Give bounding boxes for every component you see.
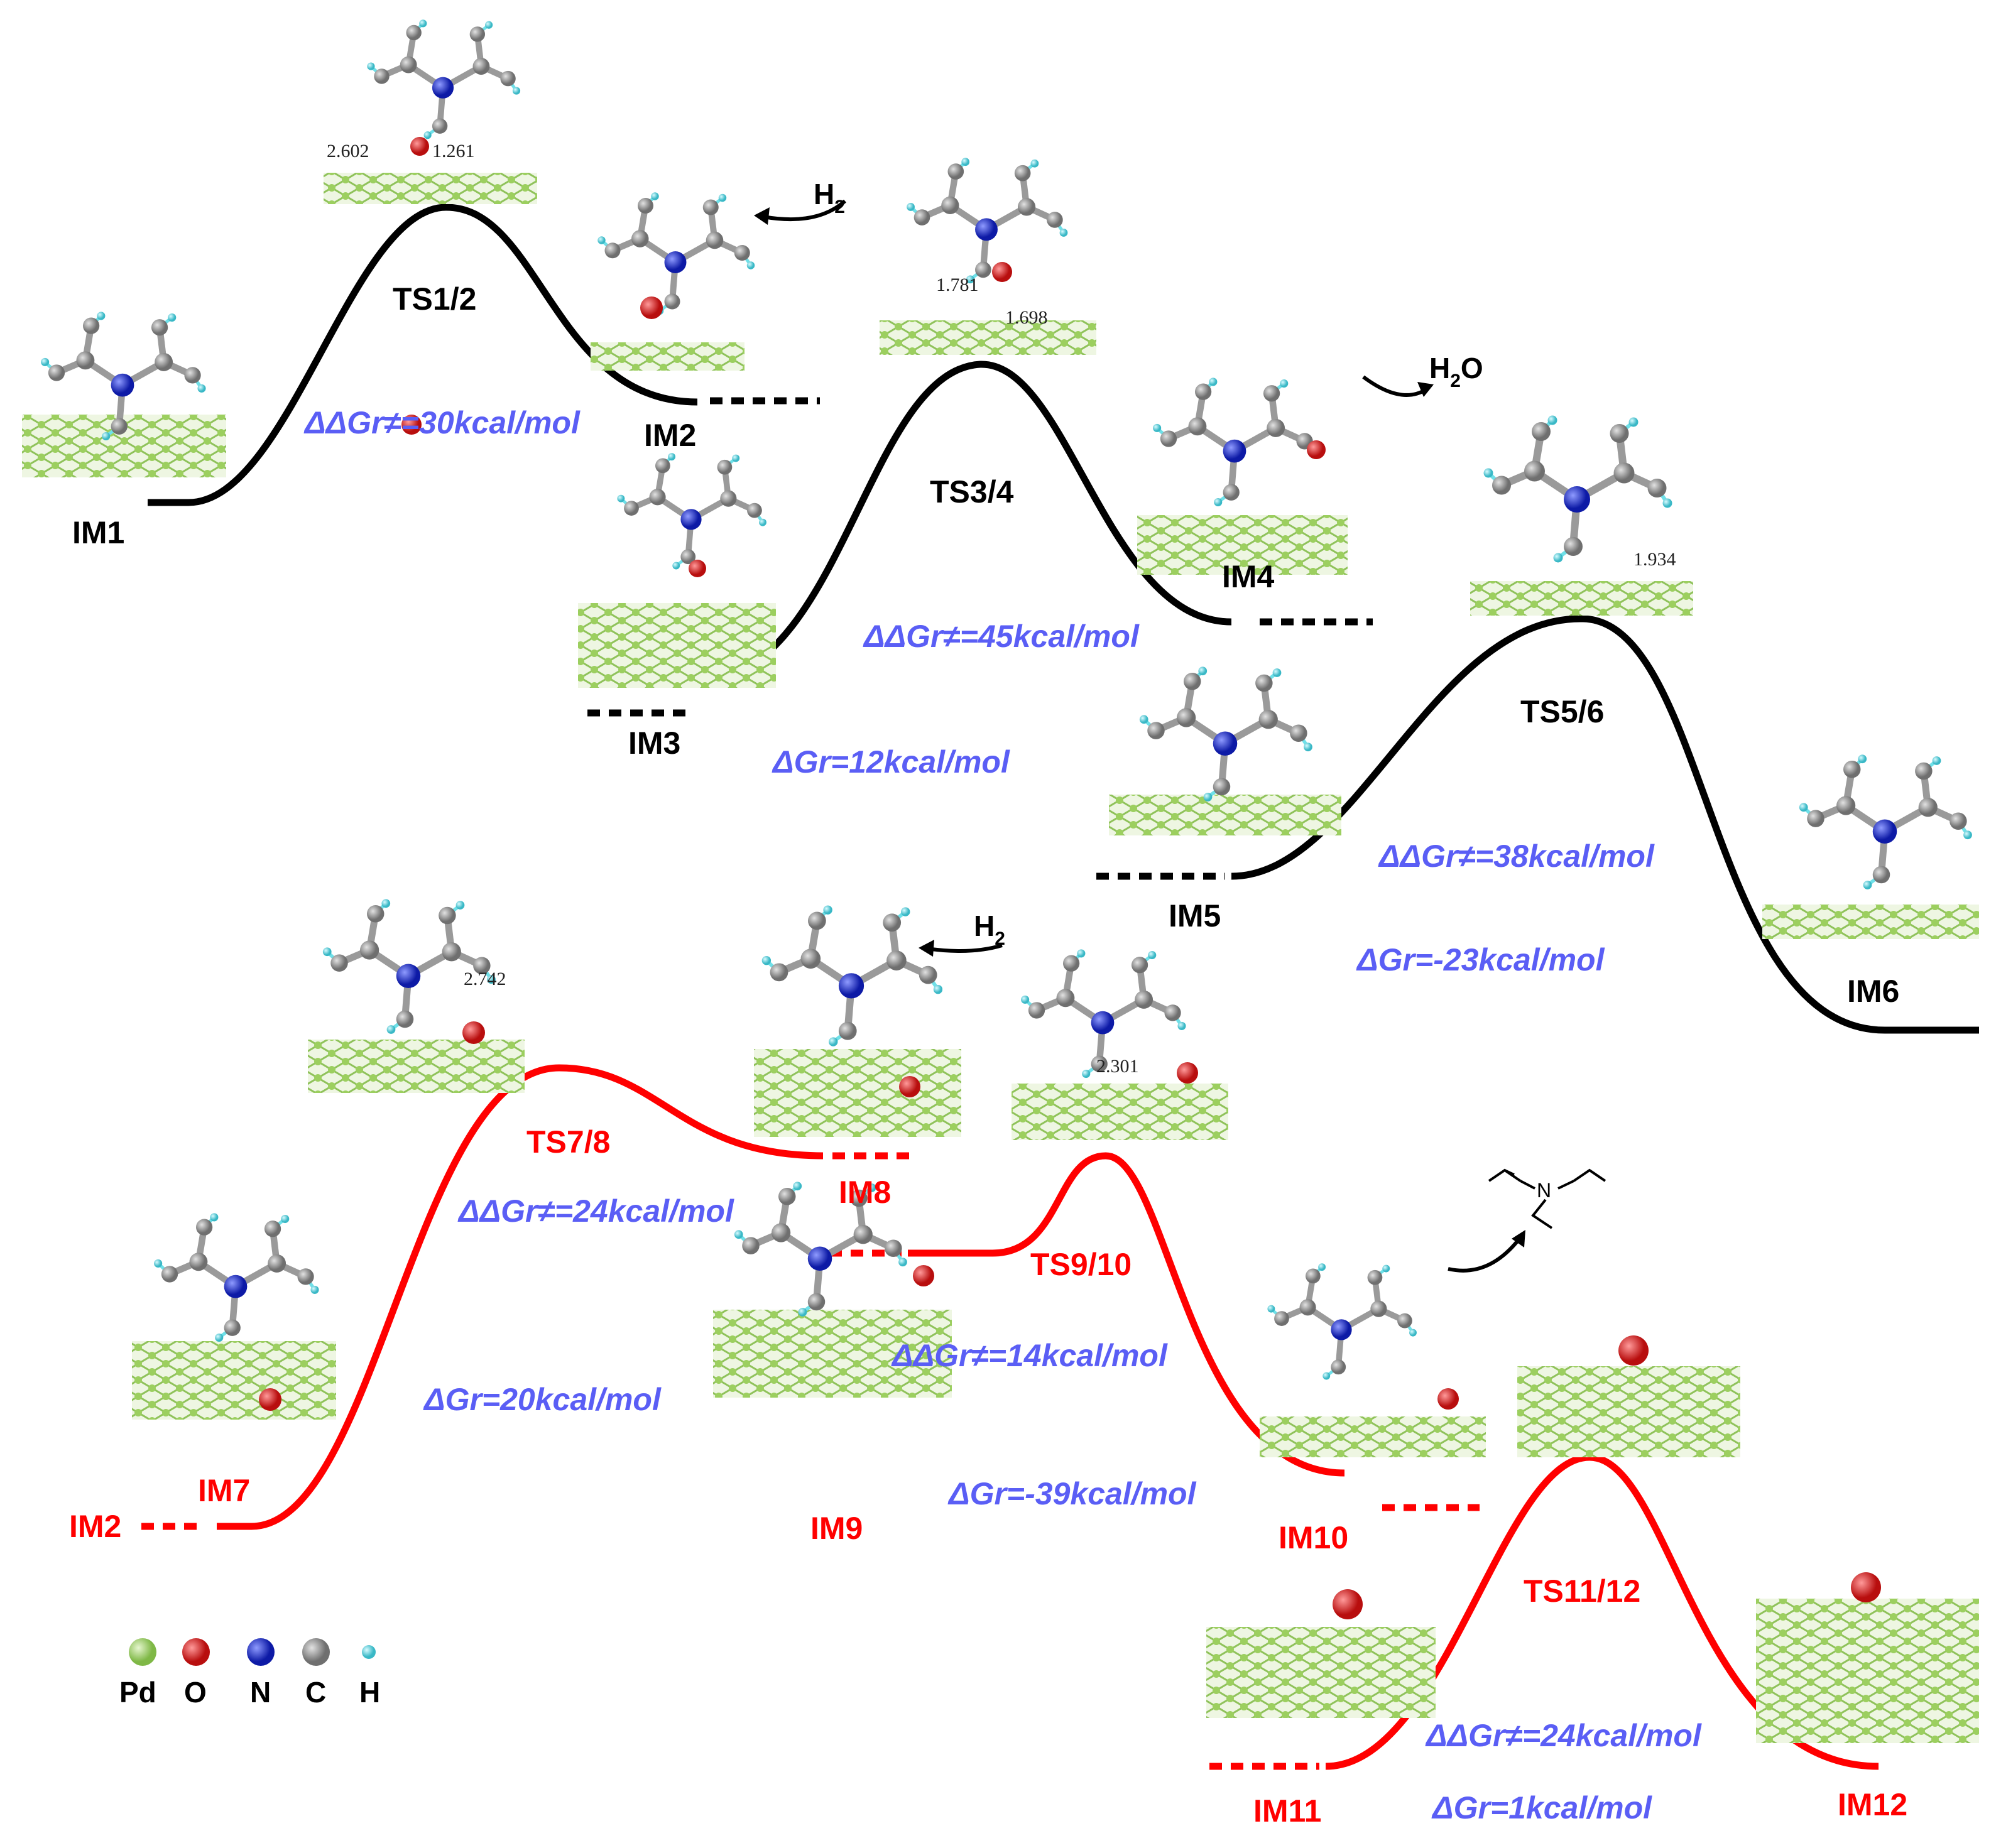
label-im7: IM7 <box>198 1473 250 1508</box>
distance-ts910: 2.301 <box>1096 1056 1139 1077</box>
energy-red-step1-reaction: ΔGr=20kcal/mol <box>423 1382 662 1417</box>
label-im3: IM3 <box>628 726 680 761</box>
legend-h-label: H <box>359 1676 380 1709</box>
legend-o-label: O <box>184 1676 207 1709</box>
label-im8: IM8 <box>839 1175 891 1210</box>
distance-ts56: 1.934 <box>1633 549 1676 570</box>
adsorbate-molecules <box>41 19 1972 1619</box>
legend-h-icon <box>362 1645 376 1659</box>
legend-pd-icon <box>129 1638 156 1666</box>
energy-black-step2-reaction: ΔGr=12kcal/mol <box>772 744 1010 780</box>
legend-pd-label: Pd <box>119 1676 156 1709</box>
energy-black-step3-reaction: ΔGr=-23kcal/mol <box>1356 942 1605 977</box>
label-im9: IM9 <box>810 1511 863 1546</box>
distance-ts78: 2.742 <box>464 969 506 989</box>
label-red-im2: IM2 <box>69 1509 121 1544</box>
legend-c-label: C <box>305 1676 326 1709</box>
label-im6: IM6 <box>1847 974 1899 1009</box>
release-arrows <box>763 199 1522 1273</box>
label-im4: IM4 <box>1222 559 1275 594</box>
distance-ts34-left: 1.781 <box>936 274 979 295</box>
red-dashed-connectors <box>141 1152 1480 1770</box>
distance-ts12-left: 2.602 <box>327 141 369 161</box>
atom-legend: Pd O N C H <box>119 1638 380 1709</box>
energy-red-step2-reaction: ΔGr=-39kcal/mol <box>947 1476 1197 1511</box>
energy-red-step2-barrier: ΔΔGr≠=14kcal/mol <box>891 1338 1168 1373</box>
release-arrowheads <box>754 207 1525 1247</box>
energy-red-step3-reaction: ΔGr=1kcal/mol <box>1431 1790 1652 1825</box>
label-ts1112: TS11/12 <box>1524 1574 1640 1609</box>
legend-n-label: N <box>250 1676 271 1709</box>
label-ts12: TS1/2 <box>393 281 476 317</box>
energy-red-step1-barrier: ΔΔGr≠=24kcal/mol <box>457 1193 734 1229</box>
label-im2: IM2 <box>644 418 696 453</box>
legend-c-icon <box>302 1638 330 1666</box>
h2o-release-label: H2O <box>1429 352 1483 391</box>
black-dashed-connectors <box>587 397 1373 880</box>
h2-release-label-1: H2 <box>814 178 845 217</box>
triethylamine-skeletal-structure <box>1488 1168 1606 1229</box>
legend-n-icon <box>247 1638 275 1666</box>
label-im12: IM12 <box>1838 1787 1907 1822</box>
label-ts34: TS3/4 <box>930 474 1014 509</box>
distance-ts34-right: 1.698 <box>1005 307 1048 328</box>
label-im11: IM11 <box>1253 1793 1321 1829</box>
energy-black-step3-barrier: ΔΔGr≠=38kcal/mol <box>1378 839 1655 874</box>
label-ts78: TS7/8 <box>526 1124 610 1160</box>
distance-ts12-right: 1.261 <box>432 141 475 161</box>
energy-black-step2-barrier: ΔΔGr≠=45kcal/mol <box>863 619 1140 654</box>
energy-black-step1-barrier: ΔΔGr≠=30kcal/mol <box>303 405 581 440</box>
energy-red-step3-barrier: ΔΔGr≠=24kcal/mol <box>1425 1718 1702 1753</box>
amine-nitrogen-label: N <box>1537 1179 1551 1202</box>
label-im5: IM5 <box>1169 898 1221 933</box>
black-pathway-curve <box>148 204 1979 1034</box>
label-ts56: TS5/6 <box>1520 694 1604 729</box>
legend-o-icon <box>182 1638 210 1666</box>
label-im1: IM1 <box>72 515 124 550</box>
label-ts910: TS9/10 <box>1030 1247 1132 1282</box>
label-im10: IM10 <box>1279 1520 1348 1555</box>
h2-release-label-2: H2 <box>974 910 1005 949</box>
